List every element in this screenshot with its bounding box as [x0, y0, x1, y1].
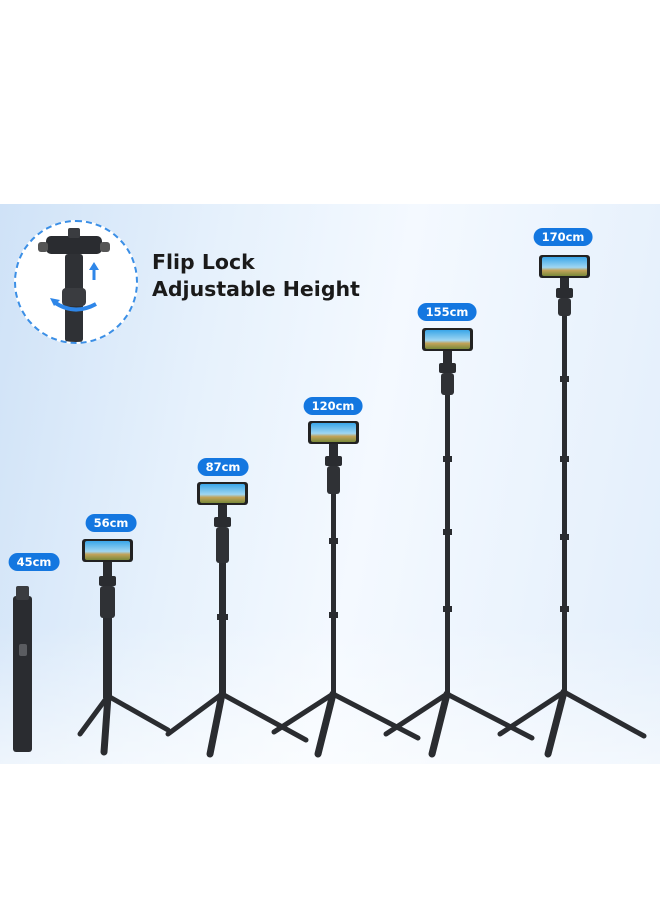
feature-headline: Flip Lock Adjustable Height [152, 249, 360, 303]
height-label-56cm: 56cm [85, 514, 137, 532]
tripod-155cm [383, 328, 535, 758]
height-label-45cm: 45cm [8, 553, 60, 571]
tripod-120cm [271, 421, 421, 758]
height-label-155cm: 155cm [417, 303, 477, 321]
height-label-170cm: 170cm [533, 228, 593, 246]
flip-lock-detail-icon [14, 220, 138, 344]
height-label-120cm: 120cm [303, 397, 363, 415]
product-scene: Flip Lock Adjustable Height 45cm 56cm 87… [0, 204, 660, 764]
tripod-170cm [497, 255, 647, 758]
headline-line-1: Flip Lock [152, 250, 255, 274]
tripod-56cm [77, 539, 171, 756]
headline-line-2: Adjustable Height [152, 277, 360, 301]
tripod-illustration [0, 255, 660, 764]
height-label-87cm: 87cm [197, 458, 249, 476]
tripod-45cm [13, 586, 32, 752]
tripod-87cm [165, 482, 309, 758]
